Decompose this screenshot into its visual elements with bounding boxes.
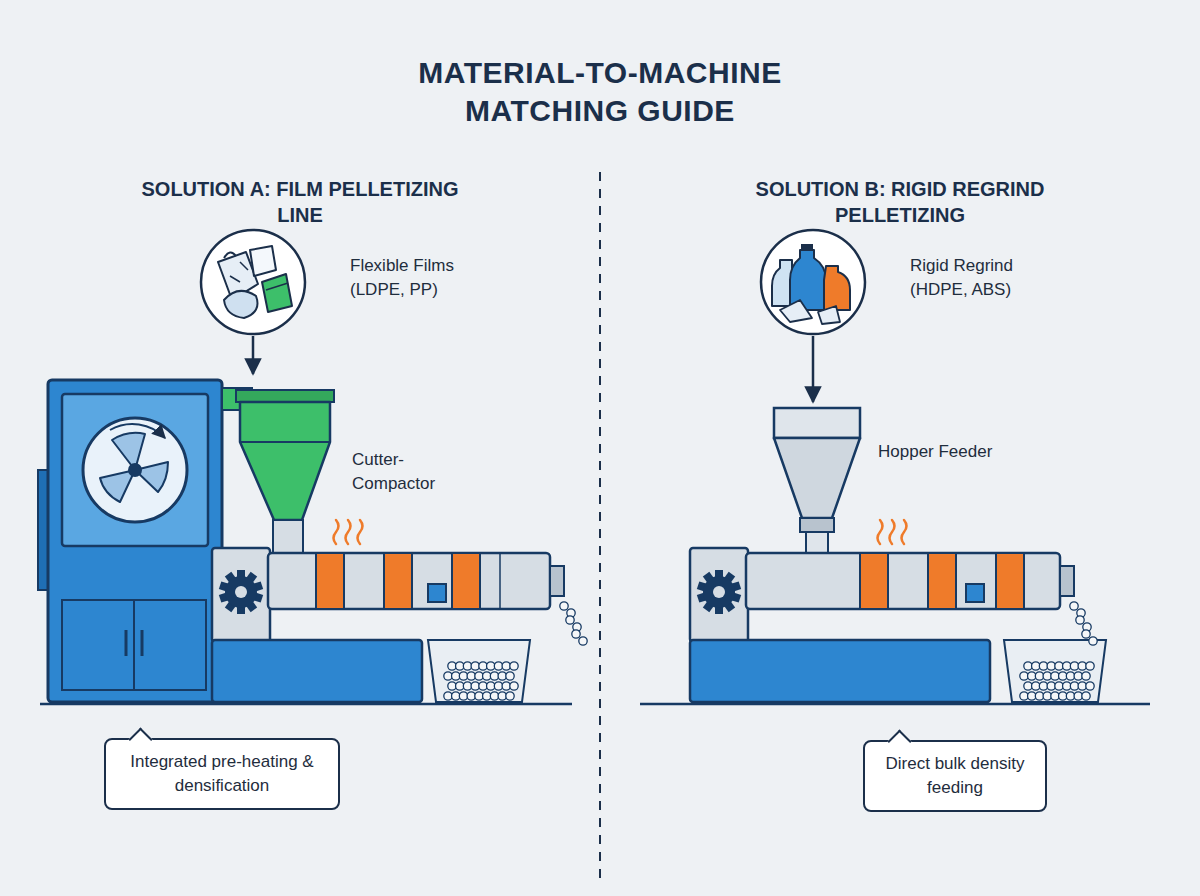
callout-text: Direct bulk density feeding <box>881 752 1029 800</box>
divider-line <box>599 172 601 880</box>
extruder-a <box>212 520 564 702</box>
regrind-icon-circle <box>761 230 865 334</box>
feed-arrow <box>252 336 255 374</box>
callout-box: Direct bulk density feeding <box>863 740 1047 812</box>
pellet-basket-b <box>1004 602 1106 702</box>
feed-arrow <box>812 336 815 402</box>
callout-text: Integrated pre-heating & densification <box>122 750 322 798</box>
part-label: Flexible Films (LDPE, PP) <box>350 254 480 302</box>
diagram-title: MATERIAL-TO-MACHINE MATCHING GUIDE <box>370 54 830 129</box>
section-heading: SOLUTION A: FILM PELLETIZING LINE <box>140 176 460 228</box>
ground-line <box>640 703 1150 706</box>
callout-pointer <box>128 727 152 751</box>
cyclone-separator <box>236 390 334 554</box>
callout-pointer <box>887 729 911 753</box>
pellet-basket-a <box>428 602 587 702</box>
part-label: Cutter-Compactor <box>352 448 452 496</box>
callout-box: Integrated pre-heating & densification <box>104 738 340 810</box>
part-label: Rigid Regrind (HDPE, ABS) <box>910 254 1040 302</box>
part-label: Hopper Feeder <box>878 440 1048 464</box>
ground-line <box>40 703 572 706</box>
film-icon-circle <box>201 230 305 334</box>
section-heading: SOLUTION B: RIGID REGRIND PELLETIZING <box>740 176 1060 228</box>
hopper-feeder <box>774 408 860 554</box>
